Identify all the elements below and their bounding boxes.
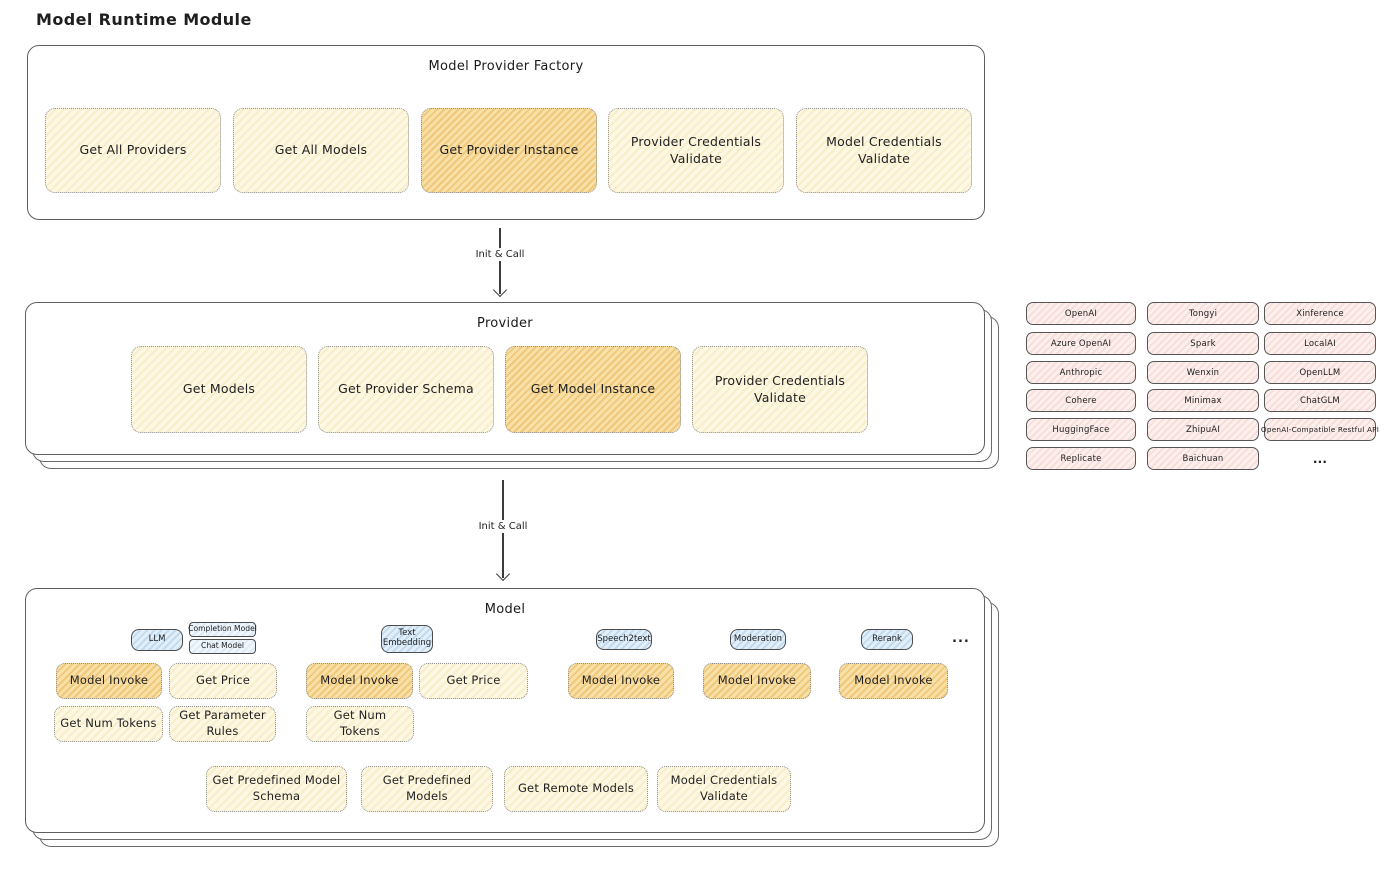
model-title: Model	[484, 602, 526, 617]
provider-chip: Wenxin	[1147, 361, 1259, 384]
arrow-label-init-call: Init & Call	[473, 520, 533, 533]
provider-chip: Cohere	[1026, 389, 1136, 412]
node-get-price: Get Price	[419, 663, 528, 699]
node-model-invoke: Model Invoke	[568, 663, 674, 699]
provider-chip: ChatGLM	[1264, 389, 1376, 412]
provider-chip: Azure OpenAI	[1026, 332, 1136, 355]
node-model-invoke: Model Invoke	[56, 663, 162, 699]
tag-completion-model: Completion Model	[188, 622, 257, 637]
node-get-remote-models: Get Remote Models	[504, 766, 648, 812]
arrow-label-init-call: Init & Call	[470, 248, 530, 261]
node-get-num-tokens: Get Num Tokens	[54, 706, 163, 742]
node-get-model-instance: Get Model Instance	[505, 346, 681, 433]
node-get-models: Get Models	[131, 346, 307, 433]
node-model-credentials-validate-2: Model Credentials Validate	[657, 766, 791, 812]
node-get-num-tokens: Get Num Tokens	[306, 706, 414, 742]
factory-container: Model Provider Factory Get All Providers…	[27, 45, 985, 220]
arrow-factory-to-provider: Init & Call	[470, 228, 530, 298]
provider-title: Provider	[477, 316, 533, 331]
tags-more-ellipsis: ...	[952, 631, 970, 646]
provider-chip: Anthropic	[1026, 361, 1136, 384]
node-get-all-models: Get All Models	[233, 108, 409, 193]
node-get-predefined-model-schema: Get Predefined Model Schema	[206, 766, 347, 812]
model-container: Model LLM Completion Model Chat Model Te…	[25, 588, 985, 833]
tag-text-embedding: Text Embedding	[381, 625, 433, 653]
provider-chip: Spark	[1147, 332, 1259, 355]
node-get-parameter-rules: Get Parameter Rules	[169, 706, 276, 742]
node-get-provider-schema: Get Provider Schema	[318, 346, 494, 433]
provider-chip: ZhipuAI	[1147, 418, 1259, 441]
provider-chip-more: ...	[1312, 451, 1328, 466]
provider-chip: OpenLLM	[1264, 361, 1376, 384]
provider-chip: Baichuan	[1147, 447, 1259, 470]
provider-chip: HuggingFace	[1026, 418, 1136, 441]
node-model-invoke: Model Invoke	[839, 663, 948, 699]
provider-chip: LocalAI	[1264, 332, 1376, 355]
providers-grid: OpenAI Tongyi Xinference Azure OpenAI Sp…	[1026, 302, 1379, 472]
tag-speech2text: Speech2text	[596, 629, 652, 650]
node-get-price: Get Price	[169, 663, 277, 699]
node-get-all-providers: Get All Providers	[45, 108, 221, 193]
arrow-head-icon	[492, 282, 508, 298]
node-provider-credentials-validate-2: Provider Credentials Validate	[692, 346, 868, 433]
tag-rerank: Rerank	[861, 629, 913, 650]
arrow-line	[499, 228, 501, 294]
provider-chip: OpenAI	[1026, 302, 1136, 325]
provider-chip: Tongyi	[1147, 302, 1259, 325]
node-get-predefined-models: Get Predefined Models	[361, 766, 493, 812]
node-model-credentials-validate: Model Credentials Validate	[796, 108, 972, 193]
node-model-invoke: Model Invoke	[703, 663, 811, 699]
node-provider-credentials-validate: Provider Credentials Validate	[608, 108, 784, 193]
provider-chip: Minimax	[1147, 389, 1259, 412]
tag-chat-model: Chat Model	[189, 639, 256, 654]
provider-container: Provider Get Models Get Provider Schema …	[25, 302, 985, 455]
tag-moderation: Moderation	[730, 629, 786, 650]
provider-chip: OpenAI-Compatible Restful API	[1261, 418, 1379, 441]
node-get-provider-instance: Get Provider Instance	[421, 108, 597, 193]
factory-title: Model Provider Factory	[428, 59, 584, 74]
arrow-head-icon	[495, 566, 511, 582]
node-model-invoke: Model Invoke	[306, 663, 413, 699]
tag-llm: LLM	[131, 629, 183, 651]
provider-chip: Replicate	[1026, 447, 1136, 470]
provider-chip: Xinference	[1264, 302, 1376, 325]
page-title: Model Runtime Module	[36, 10, 252, 29]
arrow-provider-to-model: Init & Call	[473, 480, 533, 582]
